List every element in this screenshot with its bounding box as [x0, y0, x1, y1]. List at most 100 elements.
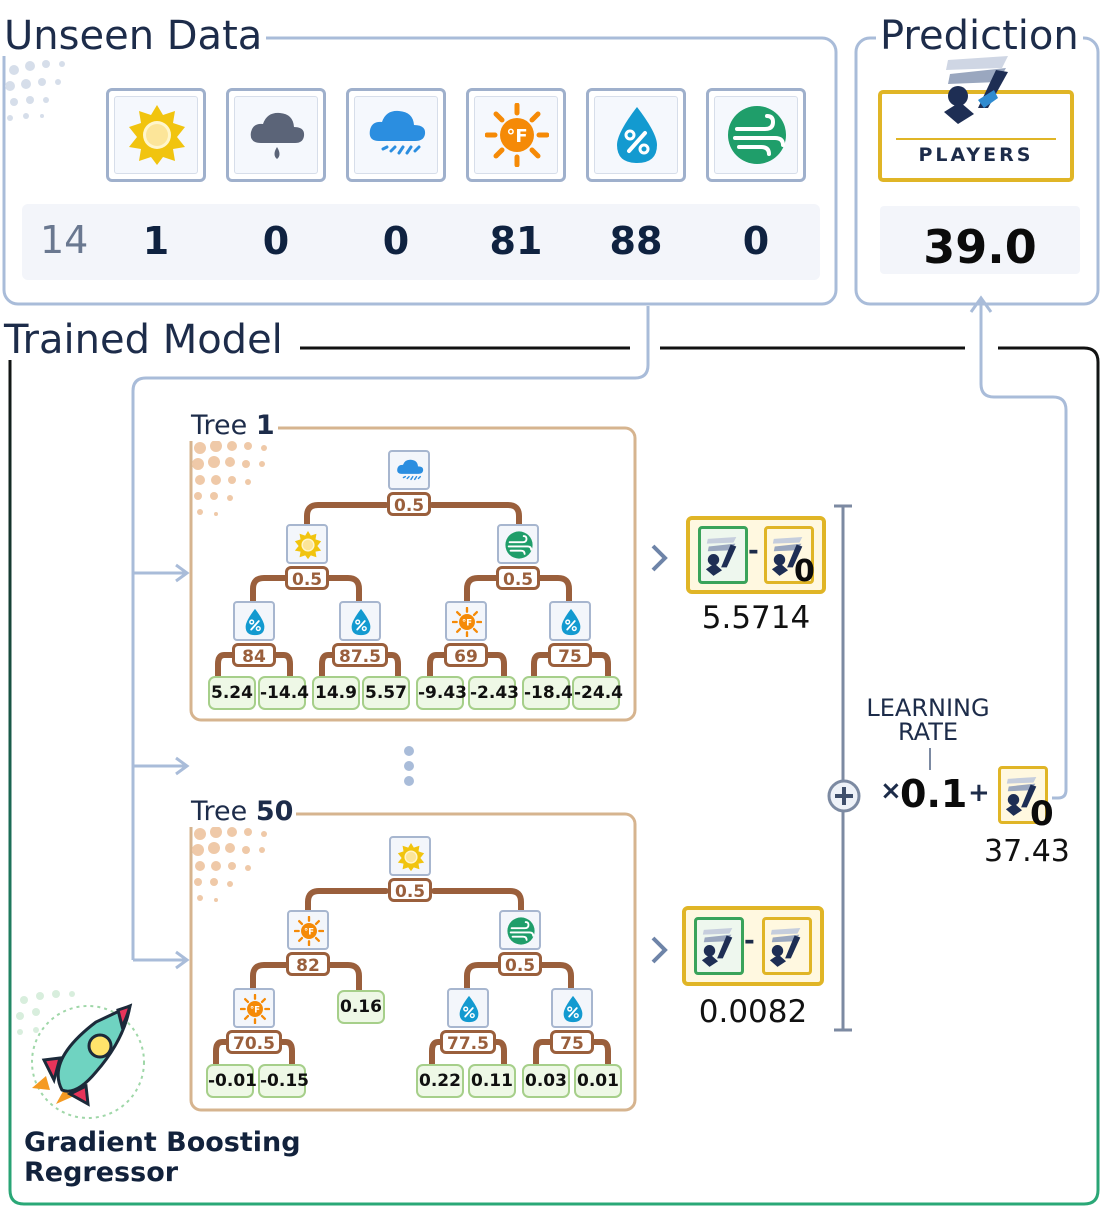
- prediction-title: Prediction: [876, 16, 1083, 56]
- tree-50-number: 50: [255, 796, 294, 827]
- tree-1-leaf: -18.4: [522, 676, 573, 710]
- tree-50-root-threshold: 0.5: [388, 878, 433, 902]
- wind-icon: [507, 917, 535, 945]
- tree-50-l2-2-threshold: 75: [550, 1030, 594, 1054]
- player-icon: [769, 927, 801, 967]
- temperature-fahrenheit-icon: °F: [240, 994, 270, 1024]
- feature-value: 0: [262, 219, 290, 263]
- feature-value: 0: [382, 219, 410, 263]
- rocket-icon: [31, 1003, 145, 1119]
- tree-1-leaf: -14.4: [258, 676, 309, 710]
- tree-50-leaf: 0.22: [416, 1064, 464, 1098]
- humidity-percent-icon: [245, 608, 265, 636]
- svg-text:°F: °F: [250, 1004, 260, 1014]
- tree-1-output-suffix: 0: [794, 554, 815, 589]
- tree-1-number: 1: [255, 410, 275, 441]
- base-card-icon: [764, 526, 814, 584]
- feature-value: 81: [489, 219, 543, 263]
- tree-50-l1-left-feature: °F: [287, 910, 329, 950]
- tree-50-leaf: -0.15: [258, 1064, 309, 1098]
- svg-text:°F: °F: [462, 617, 472, 627]
- tree-1-l2-2-feature: °F: [445, 601, 487, 641]
- tree-50-label: Tree 50: [188, 796, 297, 827]
- tree-1-l1-left-threshold: 0.5: [285, 566, 330, 590]
- snow-cloud-icon: [397, 459, 424, 481]
- wind-icon: [505, 531, 533, 559]
- svg-text:°F: °F: [304, 926, 314, 936]
- tree-1-root-feature: [388, 450, 430, 490]
- tree-50-leaf-direct: 0.16: [337, 990, 385, 1024]
- humidity-percent-icon: [459, 995, 479, 1023]
- tree-50-l1-left-threshold: 82: [286, 952, 330, 976]
- learning-rate-label: LEARNING RATE: [860, 696, 996, 744]
- feature-card-sun: [106, 88, 206, 182]
- sun-icon: [397, 842, 425, 872]
- times-sign: ×: [880, 776, 902, 806]
- tree-1-leaf: -24.4: [572, 676, 623, 710]
- tree-1-l2-0-threshold: 84: [232, 643, 276, 667]
- feature-card-wind: [706, 88, 806, 182]
- humidity-percent-icon: [617, 107, 657, 163]
- players-card: PLAYERS: [878, 90, 1074, 182]
- rain-cloud-icon: [250, 112, 305, 159]
- humidity-percent-icon: [563, 995, 583, 1023]
- feature-card-humidity-percent: [586, 88, 686, 182]
- tree-1-output-value: 5.5714: [701, 600, 811, 636]
- model-badge-label: Gradient Boosting Regressor: [24, 1127, 301, 1188]
- tree-50-l2-0-feature: °F: [233, 988, 275, 1028]
- wind-icon: [728, 106, 786, 164]
- tree-50-l1-right-feature: [499, 910, 541, 950]
- tree-50-leaf: 0.03: [522, 1064, 570, 1098]
- tree-1-root-threshold: 0.5: [387, 492, 432, 516]
- tree-1-word: Tree: [191, 410, 248, 441]
- feature-card-snow-cloud: [346, 88, 446, 182]
- sun-icon: [294, 530, 322, 560]
- tree-1-l1-right-threshold: 0.5: [496, 566, 541, 590]
- tree-1-leaf: -9.43: [416, 676, 467, 710]
- base-card-icon-2: [762, 917, 812, 975]
- tree-1-l1-left-feature: [286, 524, 328, 564]
- player-icon: [1005, 776, 1037, 816]
- humidity-percent-icon: [351, 608, 371, 636]
- tree-1-l2-1-feature: [339, 601, 381, 641]
- feature-value: 1: [142, 219, 170, 263]
- player-icon: [701, 927, 733, 967]
- tree-50-l2-1-feature: [447, 988, 489, 1028]
- snow-cloud-icon: [369, 110, 426, 155]
- tree-1-l2-0-feature: [233, 601, 275, 641]
- feature-value: 0: [742, 219, 770, 263]
- tree-50-output-card: -: [682, 906, 824, 986]
- tree-1-leaf: 5.24: [208, 676, 256, 710]
- player-card-icon-2: [694, 917, 744, 975]
- minus-sign: -: [748, 536, 759, 566]
- tree-50-l2-0-threshold: 70.5: [226, 1030, 282, 1054]
- feature-value: 88: [609, 219, 663, 263]
- player-card-icon: [698, 526, 748, 584]
- learning-rate-value: 0.1: [900, 772, 968, 816]
- temperature-fahrenheit-icon: °F: [294, 916, 324, 946]
- tree-50-l1-right-threshold: 0.5: [498, 952, 543, 976]
- tree-1-output-card: - 0: [686, 516, 826, 594]
- tree-50-l2-2-feature: [551, 988, 593, 1028]
- tree-50-leaf: 0.11: [468, 1064, 516, 1098]
- tree-1-leaf: 5.57: [362, 676, 410, 710]
- tree-1-l2-2-threshold: 69: [444, 643, 488, 667]
- tree-1-l2-1-threshold: 87.5: [332, 643, 388, 667]
- base-prediction-suffix: 0: [1030, 794, 1054, 834]
- svg-text:°F: °F: [506, 126, 527, 147]
- base-prediction-card: [998, 766, 1048, 824]
- unseen-data-title: Unseen Data: [0, 16, 267, 56]
- learning-rate-line2: RATE: [897, 718, 959, 746]
- feature-card-temperature-fahrenheit: °F: [466, 88, 566, 182]
- minus-sign-2: -: [744, 926, 755, 956]
- tree-50-leaf: -0.01: [206, 1064, 257, 1098]
- players-logo-icon: [944, 56, 1008, 124]
- plus-sign: +: [968, 778, 990, 808]
- feature-card-rain-cloud: [226, 88, 326, 182]
- tree-50-leaf: 0.01: [574, 1064, 622, 1098]
- players-label: PLAYERS: [918, 144, 1034, 166]
- prediction-value: 39.0: [923, 220, 1037, 274]
- tree-50-l2-1-threshold: 77.5: [440, 1030, 496, 1054]
- humidity-percent-icon: [561, 608, 581, 636]
